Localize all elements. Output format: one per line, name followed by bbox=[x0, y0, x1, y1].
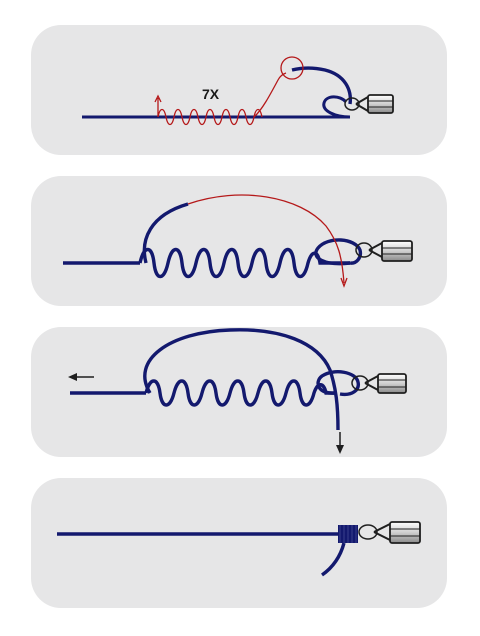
step-2-panel bbox=[31, 176, 447, 306]
step-3-illustration bbox=[68, 328, 407, 454]
tag-line bbox=[143, 328, 340, 431]
swivel-icon bbox=[358, 521, 421, 544]
step-1-illustration: 7X bbox=[82, 56, 394, 126]
wrap-instruction bbox=[154, 72, 287, 126]
step-1-panel bbox=[31, 25, 447, 155]
highlight-circle bbox=[280, 56, 304, 80]
line-wraps bbox=[144, 379, 336, 407]
line-loop bbox=[316, 370, 360, 397]
arrow-icon bbox=[336, 432, 344, 454]
line-loop bbox=[314, 238, 363, 266]
tag-line bbox=[142, 202, 189, 264]
line-wraps bbox=[138, 247, 350, 279]
swivel-icon bbox=[355, 240, 413, 262]
step-2-illustration bbox=[63, 194, 413, 288]
tag-path-instruction bbox=[187, 194, 345, 284]
tag-line bbox=[321, 542, 346, 577]
line-loop bbox=[322, 95, 351, 119]
step-4-illustration bbox=[57, 521, 421, 577]
arrow-icon bbox=[68, 373, 94, 381]
finished-knot bbox=[338, 525, 358, 543]
wrap-count-label: 7X bbox=[202, 86, 220, 102]
swivel-icon bbox=[344, 94, 394, 114]
step-4-panel bbox=[31, 478, 447, 608]
tag-line bbox=[291, 66, 353, 105]
swivel-icon bbox=[351, 373, 407, 394]
